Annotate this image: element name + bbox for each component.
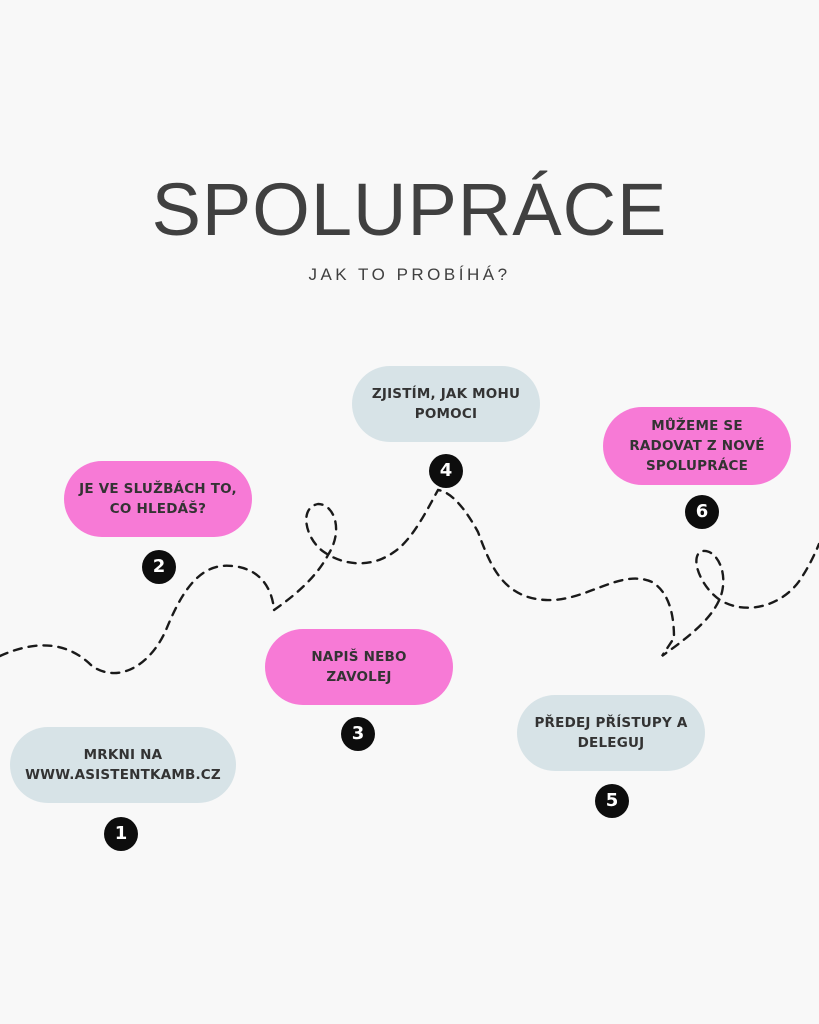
step-3-badge: 3 (341, 717, 375, 751)
page-title: SPOLUPRÁCE (151, 168, 668, 251)
step-6-pill: MŮŽEME SE RADOVAT Z NOVÉ SPOLUPRÁCE (603, 407, 791, 485)
dashed-path (0, 488, 819, 675)
step-1-badge: 1 (104, 817, 138, 851)
step-3-pill: NAPIŠ NEBO ZAVOLEJ (265, 629, 453, 705)
step-2-pill: JE VE SLUŽBÁCH TO, CO HLEDÁŠ? (64, 461, 252, 537)
step-5-badge: 5 (595, 784, 629, 818)
step-1-pill: MRKNI NA WWW.ASISTENTKAMB.CZ (10, 727, 236, 803)
step-4-pill: ZJISTÍM, JAK MOHU POMOCI (352, 366, 540, 442)
step-6-badge: 6 (685, 495, 719, 529)
step-5-pill: PŘEDEJ PŘÍSTUPY A DELEGUJ (517, 695, 705, 771)
step-4-badge: 4 (429, 454, 463, 488)
page-subtitle: JAK TO PROBÍHÁ? (308, 265, 511, 284)
step-2-badge: 2 (142, 550, 176, 584)
